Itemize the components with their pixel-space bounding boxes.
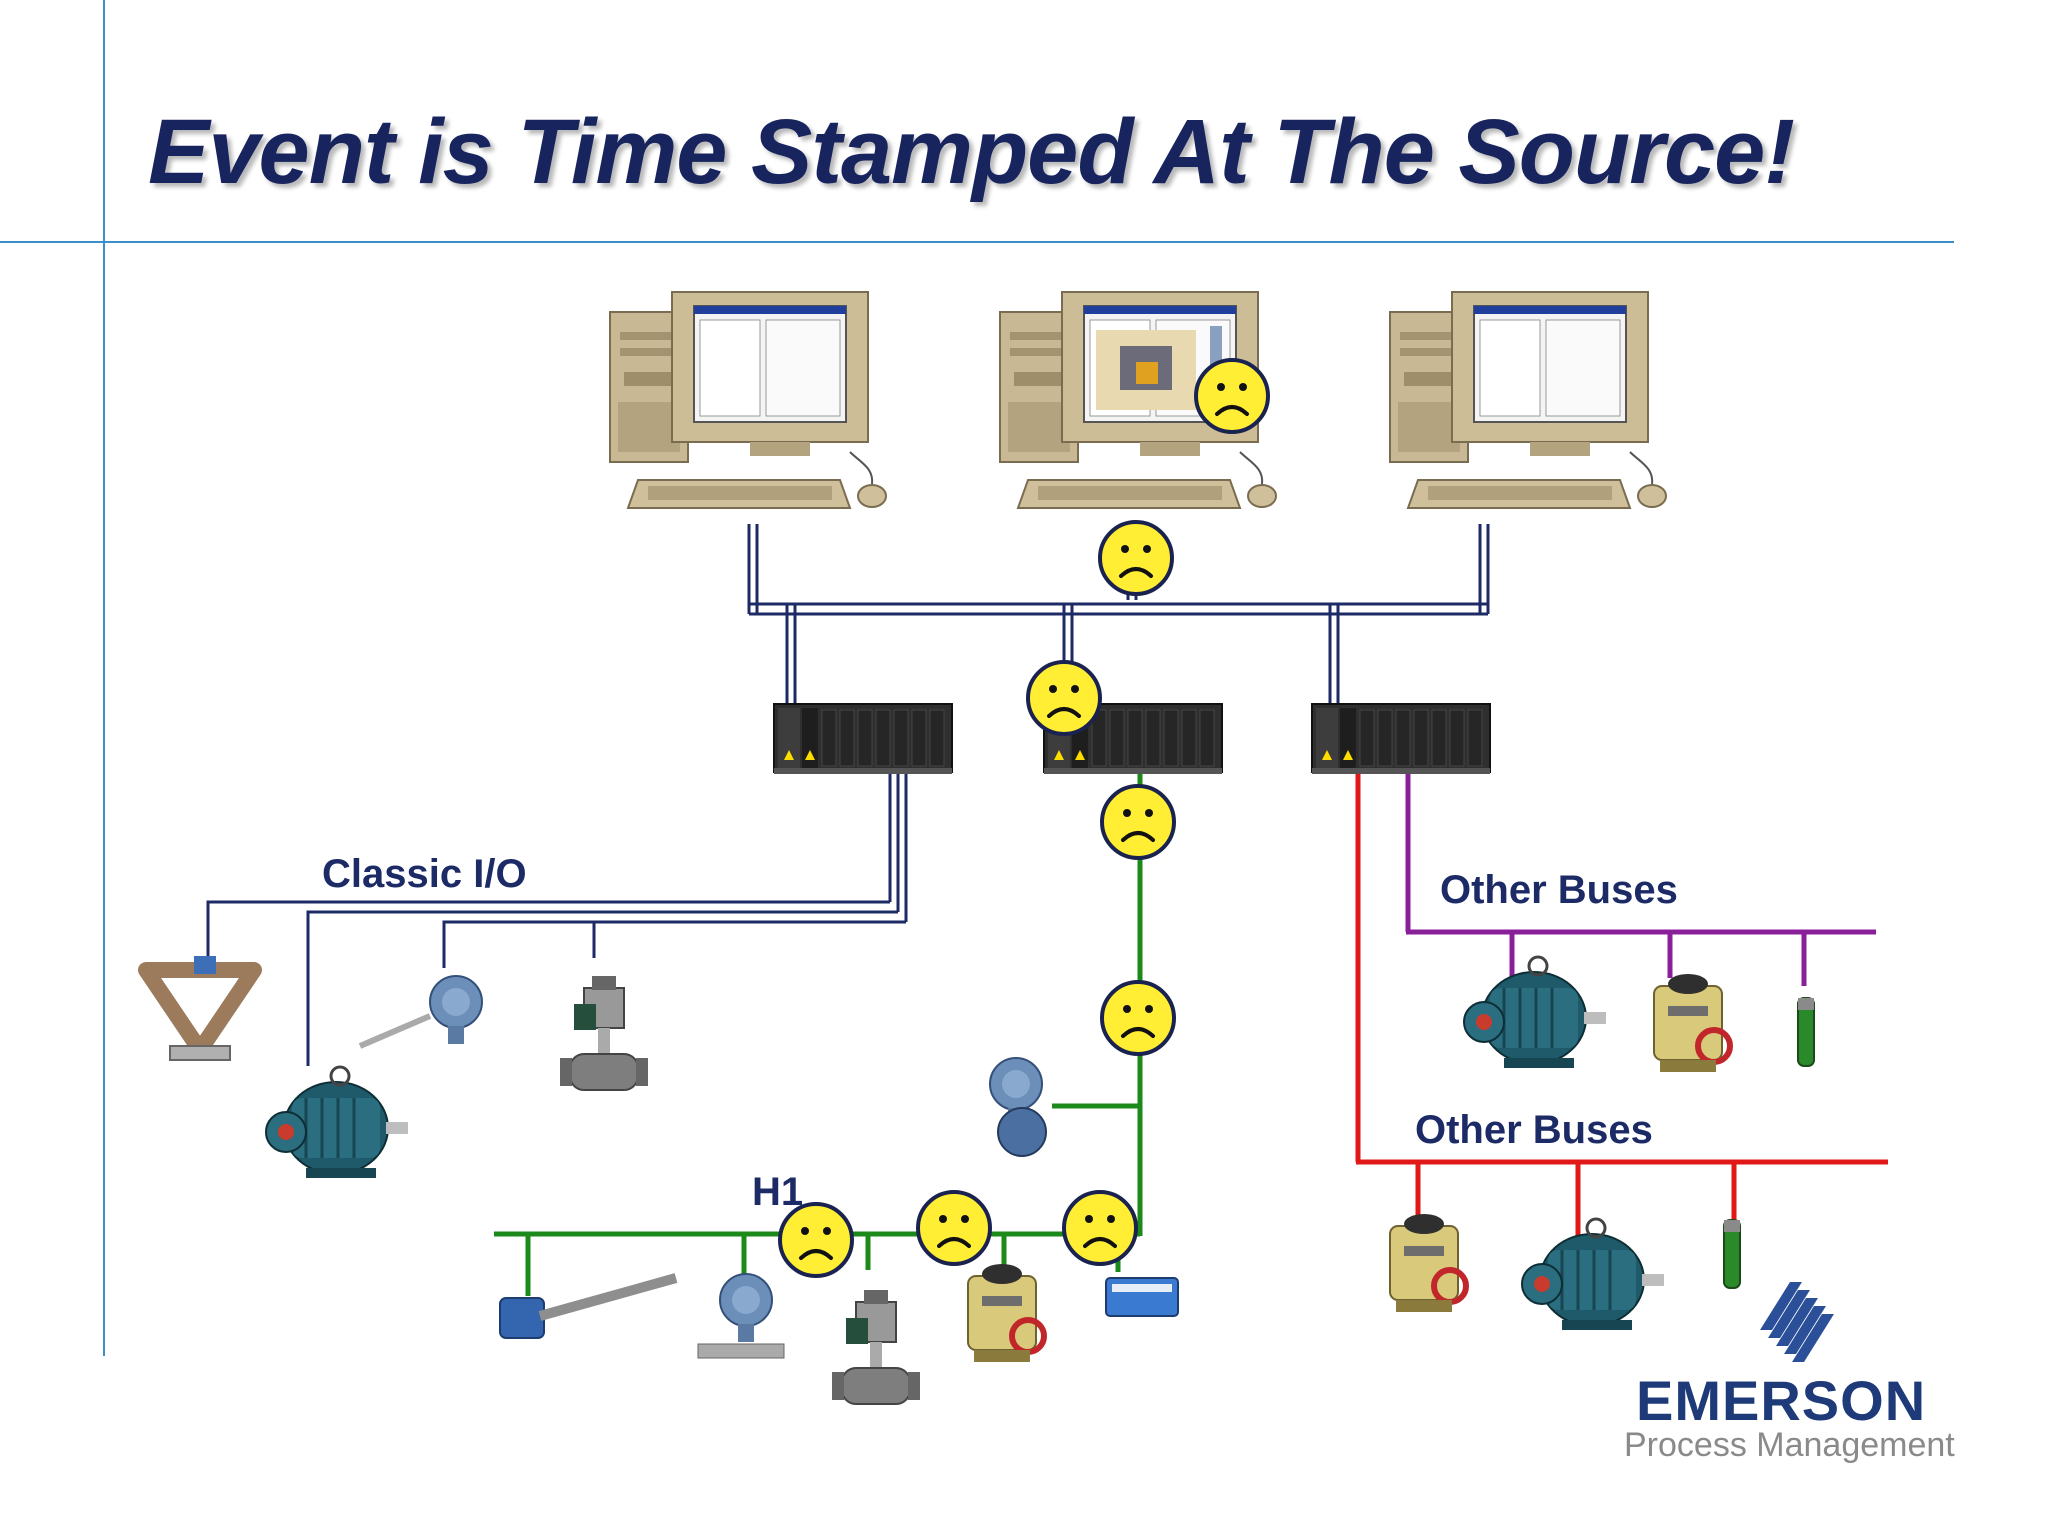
- motor-icon: [1462, 955, 1608, 1070]
- emerson-tagline: Process Management: [1624, 1426, 1955, 1464]
- sensor-icon: [499, 1273, 678, 1339]
- h1-label: H1: [752, 1170, 804, 1214]
- motor-icon: [1520, 1217, 1666, 1332]
- transmitter-icon: [697, 1273, 785, 1359]
- sad-face-icon: [1100, 980, 1176, 1056]
- actuator-icon: [1390, 1214, 1466, 1312]
- controller-icon: [773, 703, 953, 775]
- motor-icon: [264, 1065, 410, 1180]
- control-valve-icon: [831, 1289, 921, 1405]
- controller-icon: [1311, 703, 1491, 775]
- sad-face-icon: [1026, 660, 1102, 736]
- sad-face-icon: [1100, 784, 1176, 860]
- sad-face-icon: [1194, 358, 1270, 434]
- transmitter-icon: [358, 975, 483, 1049]
- io-module-icon: [1105, 1277, 1179, 1317]
- sensor-icon: [1723, 1219, 1741, 1289]
- sad-face-icon: [1098, 520, 1174, 596]
- classic-io-label: Classic I/O: [322, 852, 527, 896]
- classic-io-wiring: [206, 774, 908, 1066]
- process-graphic: [1096, 326, 1222, 410]
- flowmeter-icon: [138, 956, 262, 1061]
- emerson-logo-mark: [1760, 1282, 1834, 1362]
- control-valve-icon: [559, 975, 649, 1091]
- other-buses-label: Other Buses: [1440, 868, 1678, 912]
- sad-face-icon: [916, 1190, 992, 1266]
- other-buses-label: Other Buses: [1415, 1108, 1653, 1152]
- sad-face-icon: [1062, 1190, 1138, 1266]
- sensor-icon: [1797, 997, 1815, 1067]
- emerson-wordmark: EMERSON: [1636, 1369, 1927, 1432]
- transmitter-icon: [989, 1057, 1047, 1157]
- workstation-icon: [1389, 291, 1667, 509]
- other-bus-red: [1355, 770, 1888, 1236]
- actuator-icon: [1654, 974, 1730, 1072]
- workstation-icon: [609, 291, 887, 509]
- actuator-icon: [968, 1264, 1044, 1362]
- slide-title: Event is Time Stamped At The Source!: [148, 101, 1795, 203]
- other-bus-purple: [1405, 766, 1876, 986]
